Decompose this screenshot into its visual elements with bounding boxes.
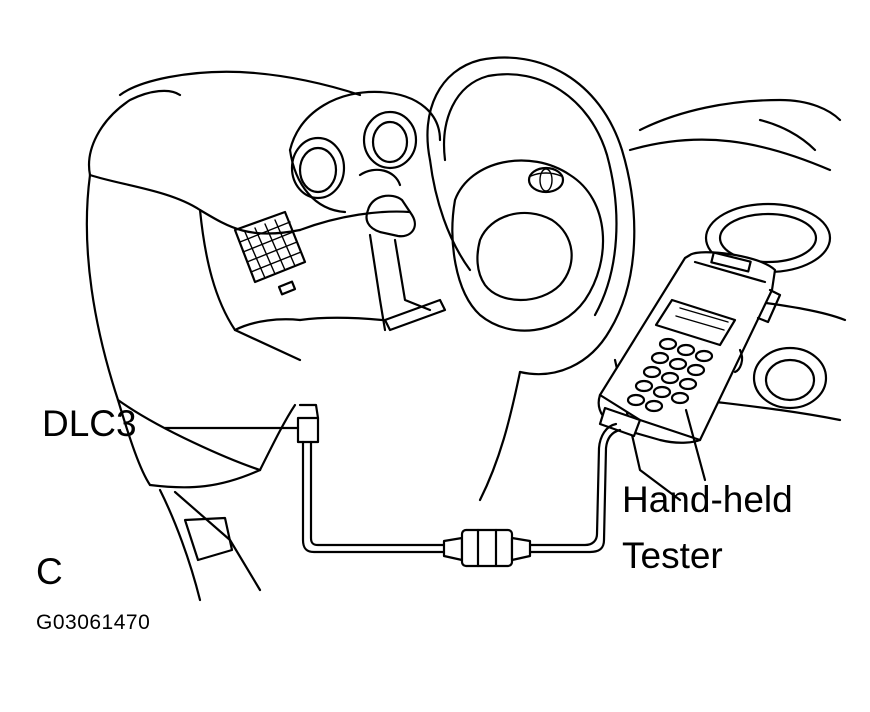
gauge-cluster [288,90,442,214]
tester-cable [301,422,622,568]
view-letter: C [36,551,63,592]
dlc3-label: DLC3 [42,403,137,444]
tester-keypad [626,337,714,413]
steering-wheel [426,56,636,502]
leader-lines [163,408,707,482]
figure-code: G03061470 [36,611,151,634]
tester-label-line1: Hand-held [622,479,793,520]
steering-column [365,194,447,332]
instrument-panel [85,70,412,602]
hand-held-tester [597,251,782,444]
dlc3-connector [296,403,320,444]
air-vent [233,210,307,296]
toyota-emblem-icon [527,166,565,194]
cable-connector [442,528,532,568]
tester-label-line2: Tester [622,535,723,576]
